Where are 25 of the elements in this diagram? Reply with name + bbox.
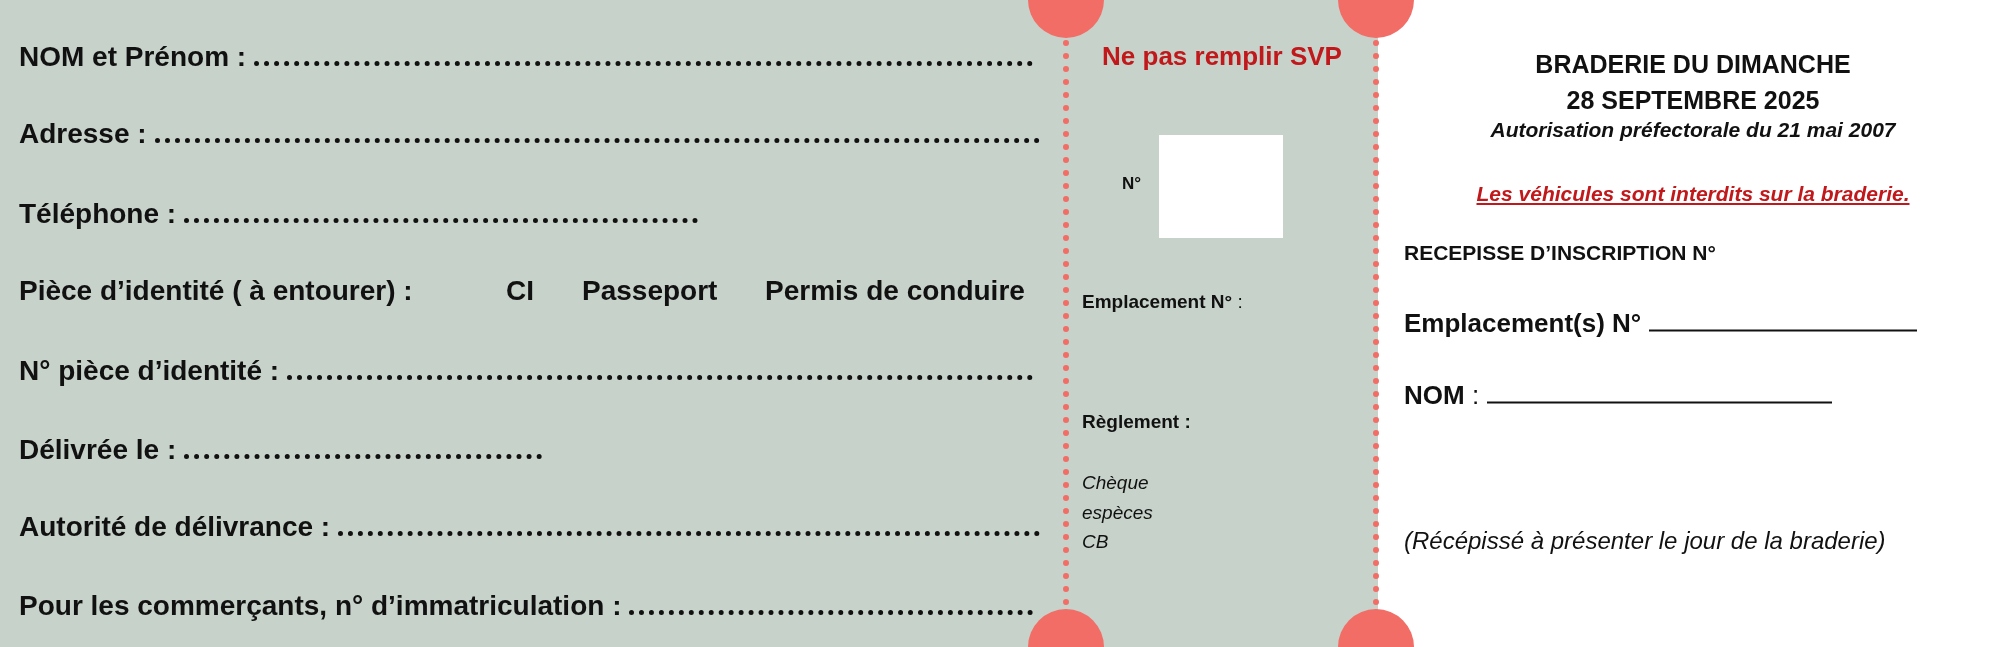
field-label: Emplacement(s) N° xyxy=(1404,307,1642,339)
option-text: CB xyxy=(1082,531,1109,553)
option-text: CI xyxy=(506,275,534,307)
field-label: NOM : xyxy=(1404,379,1480,411)
field-label: RECEPISSE D’INSCRIPTION N° xyxy=(1404,241,1716,265)
field-label: N° pièce d’identité : xyxy=(19,355,280,387)
option-text: Passeport xyxy=(582,275,718,307)
field-label: Autorité de délivrance : xyxy=(19,511,331,543)
field-label: Téléphone : xyxy=(19,198,177,230)
subtitle: Autorisation préfectorale du 21 mai 2007 xyxy=(1490,118,1896,142)
field-label: Emplacement N° : xyxy=(1082,291,1243,313)
field-label: Pièce d’identité ( à entourer) : xyxy=(19,275,413,307)
form-title: BRADERIE DU DIMANCHE 28 SEPTEMBRE 2025 xyxy=(1534,49,1852,116)
instruction-heading: Ne pas remplir SVP xyxy=(1102,40,1342,72)
field-label: Règlement : xyxy=(1082,411,1191,433)
field-label: Adresse : xyxy=(19,118,147,150)
field-label: Délivrée le : xyxy=(19,434,177,466)
field-label: N° xyxy=(1122,174,1142,194)
warning-note: Les véhicules sont interdits sur la braderie. xyxy=(1476,182,1910,206)
note-text: (Récépissé à présenter le jour de la braderie) xyxy=(1404,527,1886,555)
option-text: Permis de conduire xyxy=(765,275,1025,307)
field-label: Pour les commerçants, n° d’immatriculation : xyxy=(19,590,622,622)
option-text: Chèque xyxy=(1082,472,1149,494)
field-label: NOM et Prénom : xyxy=(19,41,247,73)
option-text: espèces xyxy=(1082,502,1153,524)
